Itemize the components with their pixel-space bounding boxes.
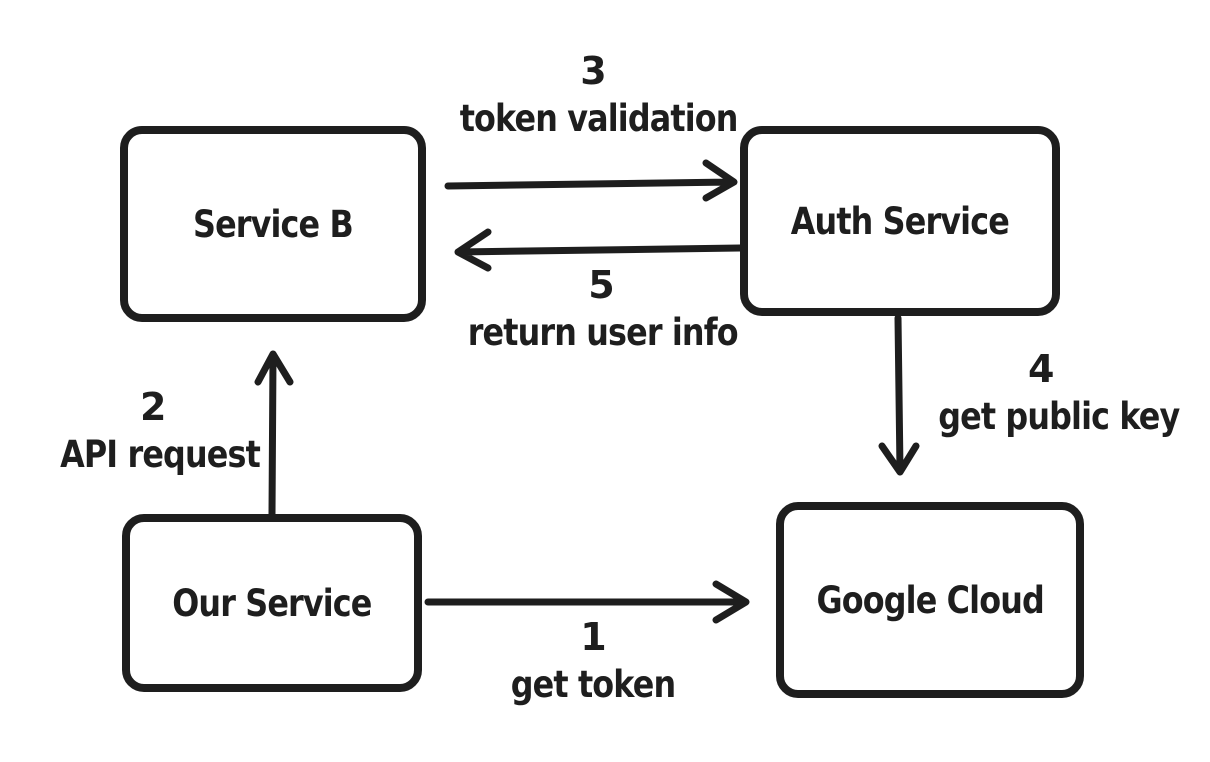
arrow-return-user-info — [454, 228, 744, 272]
edge-text: return user info — [467, 311, 739, 354]
node-our-service[interactable]: Our Service — [122, 514, 422, 692]
arrow-get-token — [424, 580, 750, 624]
step-number: 1 — [580, 615, 606, 659]
edge-label-get-public-key: 4 get public key — [920, 346, 1180, 442]
step-number: 4 — [1028, 347, 1054, 391]
node-google-cloud[interactable]: Google Cloud — [776, 502, 1084, 698]
node-label: Google Cloud — [816, 578, 1044, 622]
edge-label-return-user-info: 5 return user info — [446, 262, 756, 358]
node-service-b[interactable]: Service B — [120, 126, 426, 322]
edge-text: API request — [60, 433, 261, 476]
edge-text: get public key — [938, 395, 1180, 438]
edge-label-get-token: 1 get token — [488, 614, 698, 710]
step-number: 2 — [140, 385, 166, 429]
node-label: Our Service — [172, 581, 372, 625]
node-auth-service[interactable]: Auth Service — [740, 126, 1060, 316]
edge-text: get token — [510, 663, 676, 706]
edge-label-api-request: 2 API request — [40, 384, 280, 480]
arrow-api-request — [254, 350, 294, 518]
arrow-token-validation — [444, 159, 738, 202]
step-number: 3 — [580, 49, 606, 93]
edge-label-token-validation: 3 token validation — [438, 48, 748, 144]
step-number: 5 — [588, 263, 614, 307]
node-label: Auth Service — [790, 199, 1010, 243]
node-label: Service B — [193, 202, 354, 246]
arrow-get-public-key — [878, 314, 920, 476]
edge-text: token validation — [459, 97, 739, 140]
